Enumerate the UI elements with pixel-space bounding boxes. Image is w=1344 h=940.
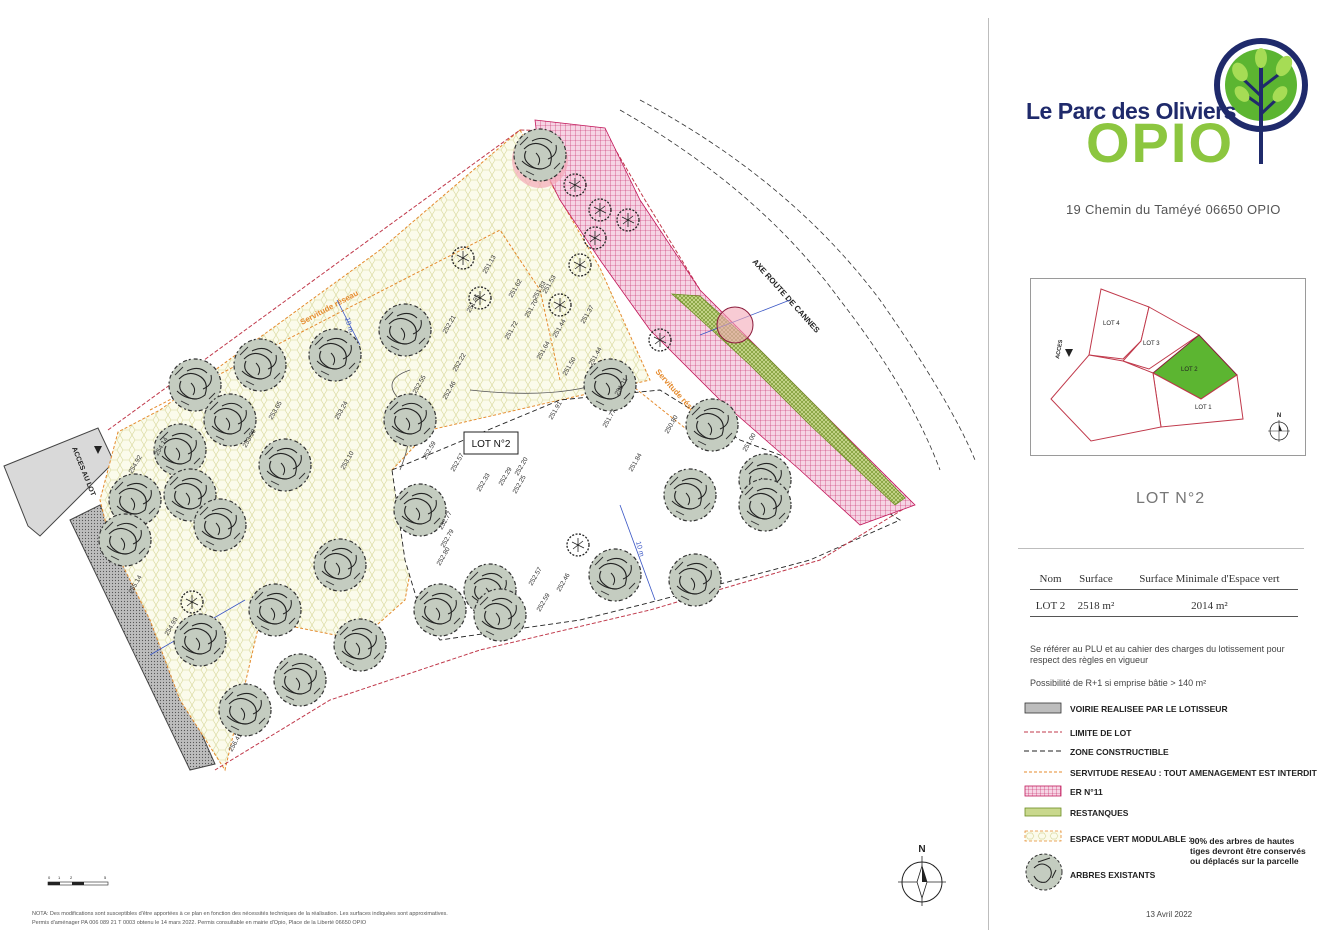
access-area bbox=[3, 427, 115, 537]
lot-label-box bbox=[463, 431, 519, 455]
footnote-line-1: NOTA: Des modifications sont susceptible… bbox=[32, 911, 448, 917]
footnote-line-2: Permis d'aménager PA 006 089 21 T 0003 o… bbox=[32, 920, 367, 926]
scale-5: 5 bbox=[104, 875, 107, 880]
brand-logo-icon bbox=[1214, 38, 1308, 164]
road-axis-line bbox=[619, 109, 941, 471]
table-row: LOT 2 2518 m² 2014 m² bbox=[1030, 589, 1298, 617]
inset-lot-1-label: LOT 1 bbox=[1195, 405, 1212, 411]
inset-lot-rest bbox=[1050, 354, 1162, 442]
legend-limite-label: LIMITE DE LOT bbox=[1070, 728, 1132, 738]
brand-name: Le Parc des Oliviers bbox=[1026, 98, 1236, 124]
north-arrow-icon: N bbox=[898, 844, 946, 906]
north-label: N bbox=[918, 844, 925, 855]
note-plu: Se référer au PLU et au cahier des charg… bbox=[1030, 644, 1285, 665]
legend-espace-vert-desc: 90% des arbres de hautes tiges devront ê… bbox=[1190, 836, 1306, 866]
dim-label-10m-2: 10 m bbox=[634, 541, 645, 558]
dimension-line-2 bbox=[619, 504, 656, 601]
voirie-strip bbox=[69, 504, 216, 771]
site-plan: AXE ROUTE DE CANNES Servitude réseau Ser… bbox=[3, 99, 976, 906]
divider-line bbox=[1018, 548, 1304, 549]
legend-espace-vert-label: ESPACE VERT MODULABLE : bbox=[1070, 834, 1192, 844]
brand-city: OPIO bbox=[1086, 111, 1235, 174]
scale-0: 0 bbox=[48, 875, 51, 880]
servitude-line bbox=[149, 229, 561, 411]
lot-2-parcel bbox=[99, 129, 651, 772]
road-axis-line-2 bbox=[639, 99, 976, 461]
inset-lot-3-label: LOT 3 bbox=[1143, 341, 1160, 347]
cell-nom: LOT 2 bbox=[1030, 589, 1072, 617]
legend-arbres-label: ARBRES EXISTANTS bbox=[1070, 870, 1156, 880]
access-arrow-icon bbox=[94, 446, 102, 454]
scale-2: 2 bbox=[70, 875, 73, 880]
lot-label: LOT N°2 bbox=[472, 439, 511, 450]
legend-restanques-label: RESTANQUES bbox=[1070, 808, 1129, 818]
col-surface-min: Surface Minimale d'Espace vert bbox=[1120, 570, 1298, 590]
col-nom: Nom bbox=[1030, 570, 1072, 590]
footnote: NOTA: Des modifications sont susceptible… bbox=[32, 910, 592, 928]
inset-access-arrow-icon bbox=[1065, 349, 1073, 357]
inset-map: LOT 4 LOT 3 LOT 2 LOT 1 ACCES N bbox=[1030, 278, 1306, 456]
inset-lot-2-label: LOT 2 bbox=[1181, 367, 1198, 373]
dimension-line bbox=[336, 299, 361, 346]
panel-divider bbox=[988, 18, 989, 930]
lot-table: Nom Surface Surface Minimale d'Espace ve… bbox=[1030, 570, 1298, 617]
inset-lot-4-label: LOT 4 bbox=[1103, 321, 1120, 327]
scale-1: 1 bbox=[58, 875, 61, 880]
round-marker bbox=[716, 306, 754, 344]
cell-surface-min: 2014 m² bbox=[1120, 589, 1298, 617]
table-header-row: Nom Surface Surface Minimale d'Espace ve… bbox=[1030, 570, 1298, 590]
legend-servitude-label: SERVITUDE RESEAU : TOUT AMENAGEMENT EST … bbox=[1070, 768, 1317, 778]
inset-north-label: N bbox=[1277, 413, 1281, 419]
scale-bar: 0 1 2 5 bbox=[47, 875, 109, 886]
inset-lot-4 bbox=[1088, 288, 1150, 360]
inset-north-icon: N bbox=[1268, 413, 1290, 442]
legend-voirie-label: VOIRIE REALISEE PAR LE LOTISSEUR bbox=[1070, 704, 1228, 714]
legend-zone-label: ZONE CONSTRUCTIBLE bbox=[1070, 747, 1169, 757]
date: 13 Avril 2022 bbox=[1146, 910, 1193, 919]
cell-surface: 2518 m² bbox=[1071, 589, 1121, 617]
note-r1: Possibilité de R+1 si emprise bâtie > 14… bbox=[1030, 678, 1207, 688]
legend-er-label: ER N°11 bbox=[1070, 787, 1103, 797]
inset-access-label: ACCES bbox=[1055, 339, 1064, 359]
col-surface: Surface bbox=[1071, 570, 1121, 590]
address: 19 Chemin du Taméyé 06650 OPIO bbox=[1066, 202, 1281, 217]
road-label: AXE ROUTE DE CANNES bbox=[751, 257, 822, 335]
dim-label-10m: 10 m bbox=[343, 317, 354, 334]
lot-title: LOT N°2 bbox=[1136, 490, 1206, 507]
inset-lot-3 bbox=[1122, 306, 1200, 370]
zone-constructible bbox=[391, 389, 901, 641]
